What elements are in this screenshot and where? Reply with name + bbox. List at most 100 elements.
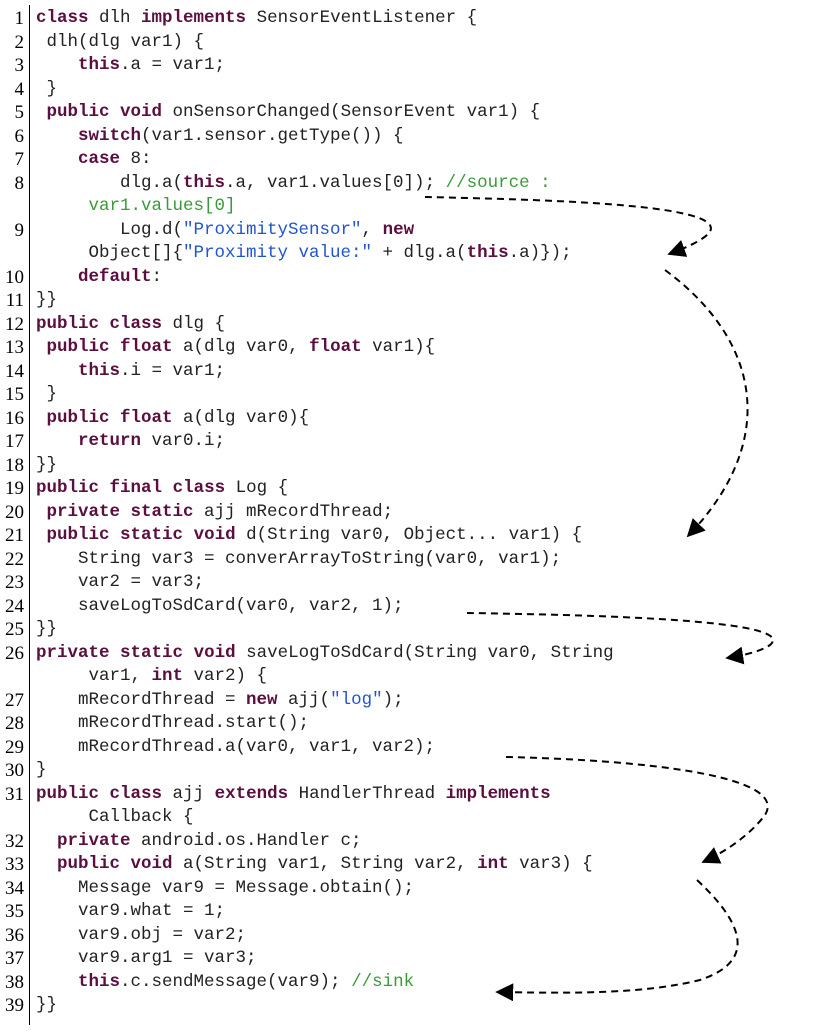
code-line: this.c.sendMessage(var9); //sink <box>78 971 414 995</box>
keyword-token: int <box>477 854 509 874</box>
keyword-token: class <box>36 8 89 28</box>
code-token: , <box>361 219 383 240</box>
code-line: saveLogToSdCard(var0, var2, 1); <box>78 595 404 619</box>
line-number: 19 <box>5 478 24 499</box>
code-token: var1, <box>88 666 152 686</box>
keyword-token: implements <box>141 8 247 28</box>
code-token <box>183 525 194 545</box>
line-number: 8 <box>14 172 25 194</box>
code-token: dlg.a( <box>120 172 184 193</box>
code-token: dlg { <box>162 313 226 334</box>
line-number: 23 <box>5 572 24 593</box>
line-number: 37 <box>5 948 24 969</box>
code-token: onSensorChanged(SensorEvent var1) { <box>162 102 541 122</box>
code-token: } <box>46 78 58 99</box>
code-token <box>110 525 121 545</box>
code-token <box>110 102 121 122</box>
code-token <box>120 854 131 874</box>
code-line: default: <box>78 266 162 290</box>
line-number: 31 <box>5 783 24 805</box>
code-token <box>162 478 173 498</box>
keyword-token: public <box>57 854 121 874</box>
code-token: String var3 = converArrayToString(var0, … <box>78 548 562 569</box>
keyword-token: this <box>78 971 121 992</box>
code-line: Message var9 = Message.obtain(); <box>78 877 414 901</box>
keyword-token: int <box>151 666 184 686</box>
code-token: ajj( <box>277 689 331 710</box>
code-token: mRecordThread.a(var0, var1, var2); <box>78 736 436 757</box>
code-token: .a, var1.values[0]); <box>225 172 446 193</box>
line-number: 3 <box>14 55 25 76</box>
line-number: 11 <box>5 290 24 311</box>
code-line: public float a(dlg var0, float var1){ <box>47 336 436 360</box>
code-line: public class ajj extends HandlerThread i… <box>36 783 551 807</box>
keyword-token: new <box>246 689 278 710</box>
code-line: this.a = var1; <box>78 54 225 78</box>
code-line: } <box>47 383 58 407</box>
code-line: case 8: <box>78 148 152 172</box>
code-line: Callback { <box>89 806 194 830</box>
line-number: 17 <box>5 431 24 452</box>
line-number: 34 <box>5 877 24 899</box>
code-line: } <box>47 78 58 102</box>
line-number: 7 <box>14 149 25 170</box>
keyword-token: return <box>78 431 142 451</box>
line-number: 21 <box>5 525 24 546</box>
code-line: Log.d("ProximitySensor", new <box>120 219 414 243</box>
line-number: 30 <box>5 760 24 781</box>
keyword-token: implements <box>445 783 551 804</box>
keyword-token: case <box>78 149 121 169</box>
keyword-token: extends <box>214 783 289 804</box>
keyword-token: this <box>183 172 226 193</box>
code-token: android.os.Handler c; <box>130 830 362 851</box>
code-token: : <box>151 266 163 287</box>
keyword-token: private <box>46 501 121 522</box>
code-line: class dlh implements SensorEventListener… <box>36 7 477 31</box>
code-line: var9.obj = var2; <box>78 924 246 948</box>
code-token: var1){ <box>361 337 436 357</box>
code-token: Object[]{ <box>88 243 184 263</box>
code-line: }} <box>36 618 57 642</box>
string-token: "ProximitySensor" <box>183 219 362 240</box>
line-number: 16 <box>5 407 24 429</box>
code-token: .a = var1; <box>120 55 226 75</box>
code-line: Object[]{"Proximity value:" + dlg.a(this… <box>89 242 572 266</box>
keyword-token: default <box>78 266 152 287</box>
comment-token: //sink <box>351 971 415 992</box>
keyword-token: void <box>130 854 173 874</box>
line-number: 14 <box>5 360 24 382</box>
code-token <box>99 478 110 498</box>
keyword-token: public <box>36 313 100 334</box>
code-token <box>99 784 110 804</box>
code-token <box>183 643 194 663</box>
code-line: dlg.a(this.a, var1.values[0]); //source … <box>120 172 551 196</box>
keyword-token: static <box>120 525 184 545</box>
code-token: }} <box>36 290 58 310</box>
keyword-token: public <box>46 102 110 122</box>
keyword-token: static <box>130 501 194 522</box>
code-line: }} <box>36 289 57 313</box>
code-token <box>110 643 121 663</box>
code-line: private static void saveLogToSdCard(Stri… <box>36 642 614 666</box>
line-number: 38 <box>5 971 24 993</box>
code-line: } <box>36 759 47 783</box>
code-token: ajj <box>162 783 215 804</box>
line-number: 1 <box>14 8 25 29</box>
keyword-token: public <box>46 525 110 545</box>
string-token: "Proximity value:" <box>183 243 373 263</box>
keyword-token: public <box>36 478 100 498</box>
line-number-rule <box>29 5 30 1025</box>
line-number: 6 <box>14 125 25 147</box>
line-number: 10 <box>5 266 24 288</box>
keyword-token: switch <box>78 125 142 146</box>
code-token: mRecordThread = <box>78 689 247 710</box>
code-line: this.i = var1; <box>78 360 225 384</box>
code-token: var2 = var3; <box>78 572 205 592</box>
code-token: HandlerThread <box>288 783 446 804</box>
keyword-token: class <box>109 783 163 804</box>
code-token: } <box>36 760 47 780</box>
code-token: ); <box>382 689 404 710</box>
code-line: mRecordThread.start(); <box>78 712 309 736</box>
line-number: 39 <box>5 995 24 1016</box>
flow-arrow-33-to-38 <box>495 879 739 1002</box>
